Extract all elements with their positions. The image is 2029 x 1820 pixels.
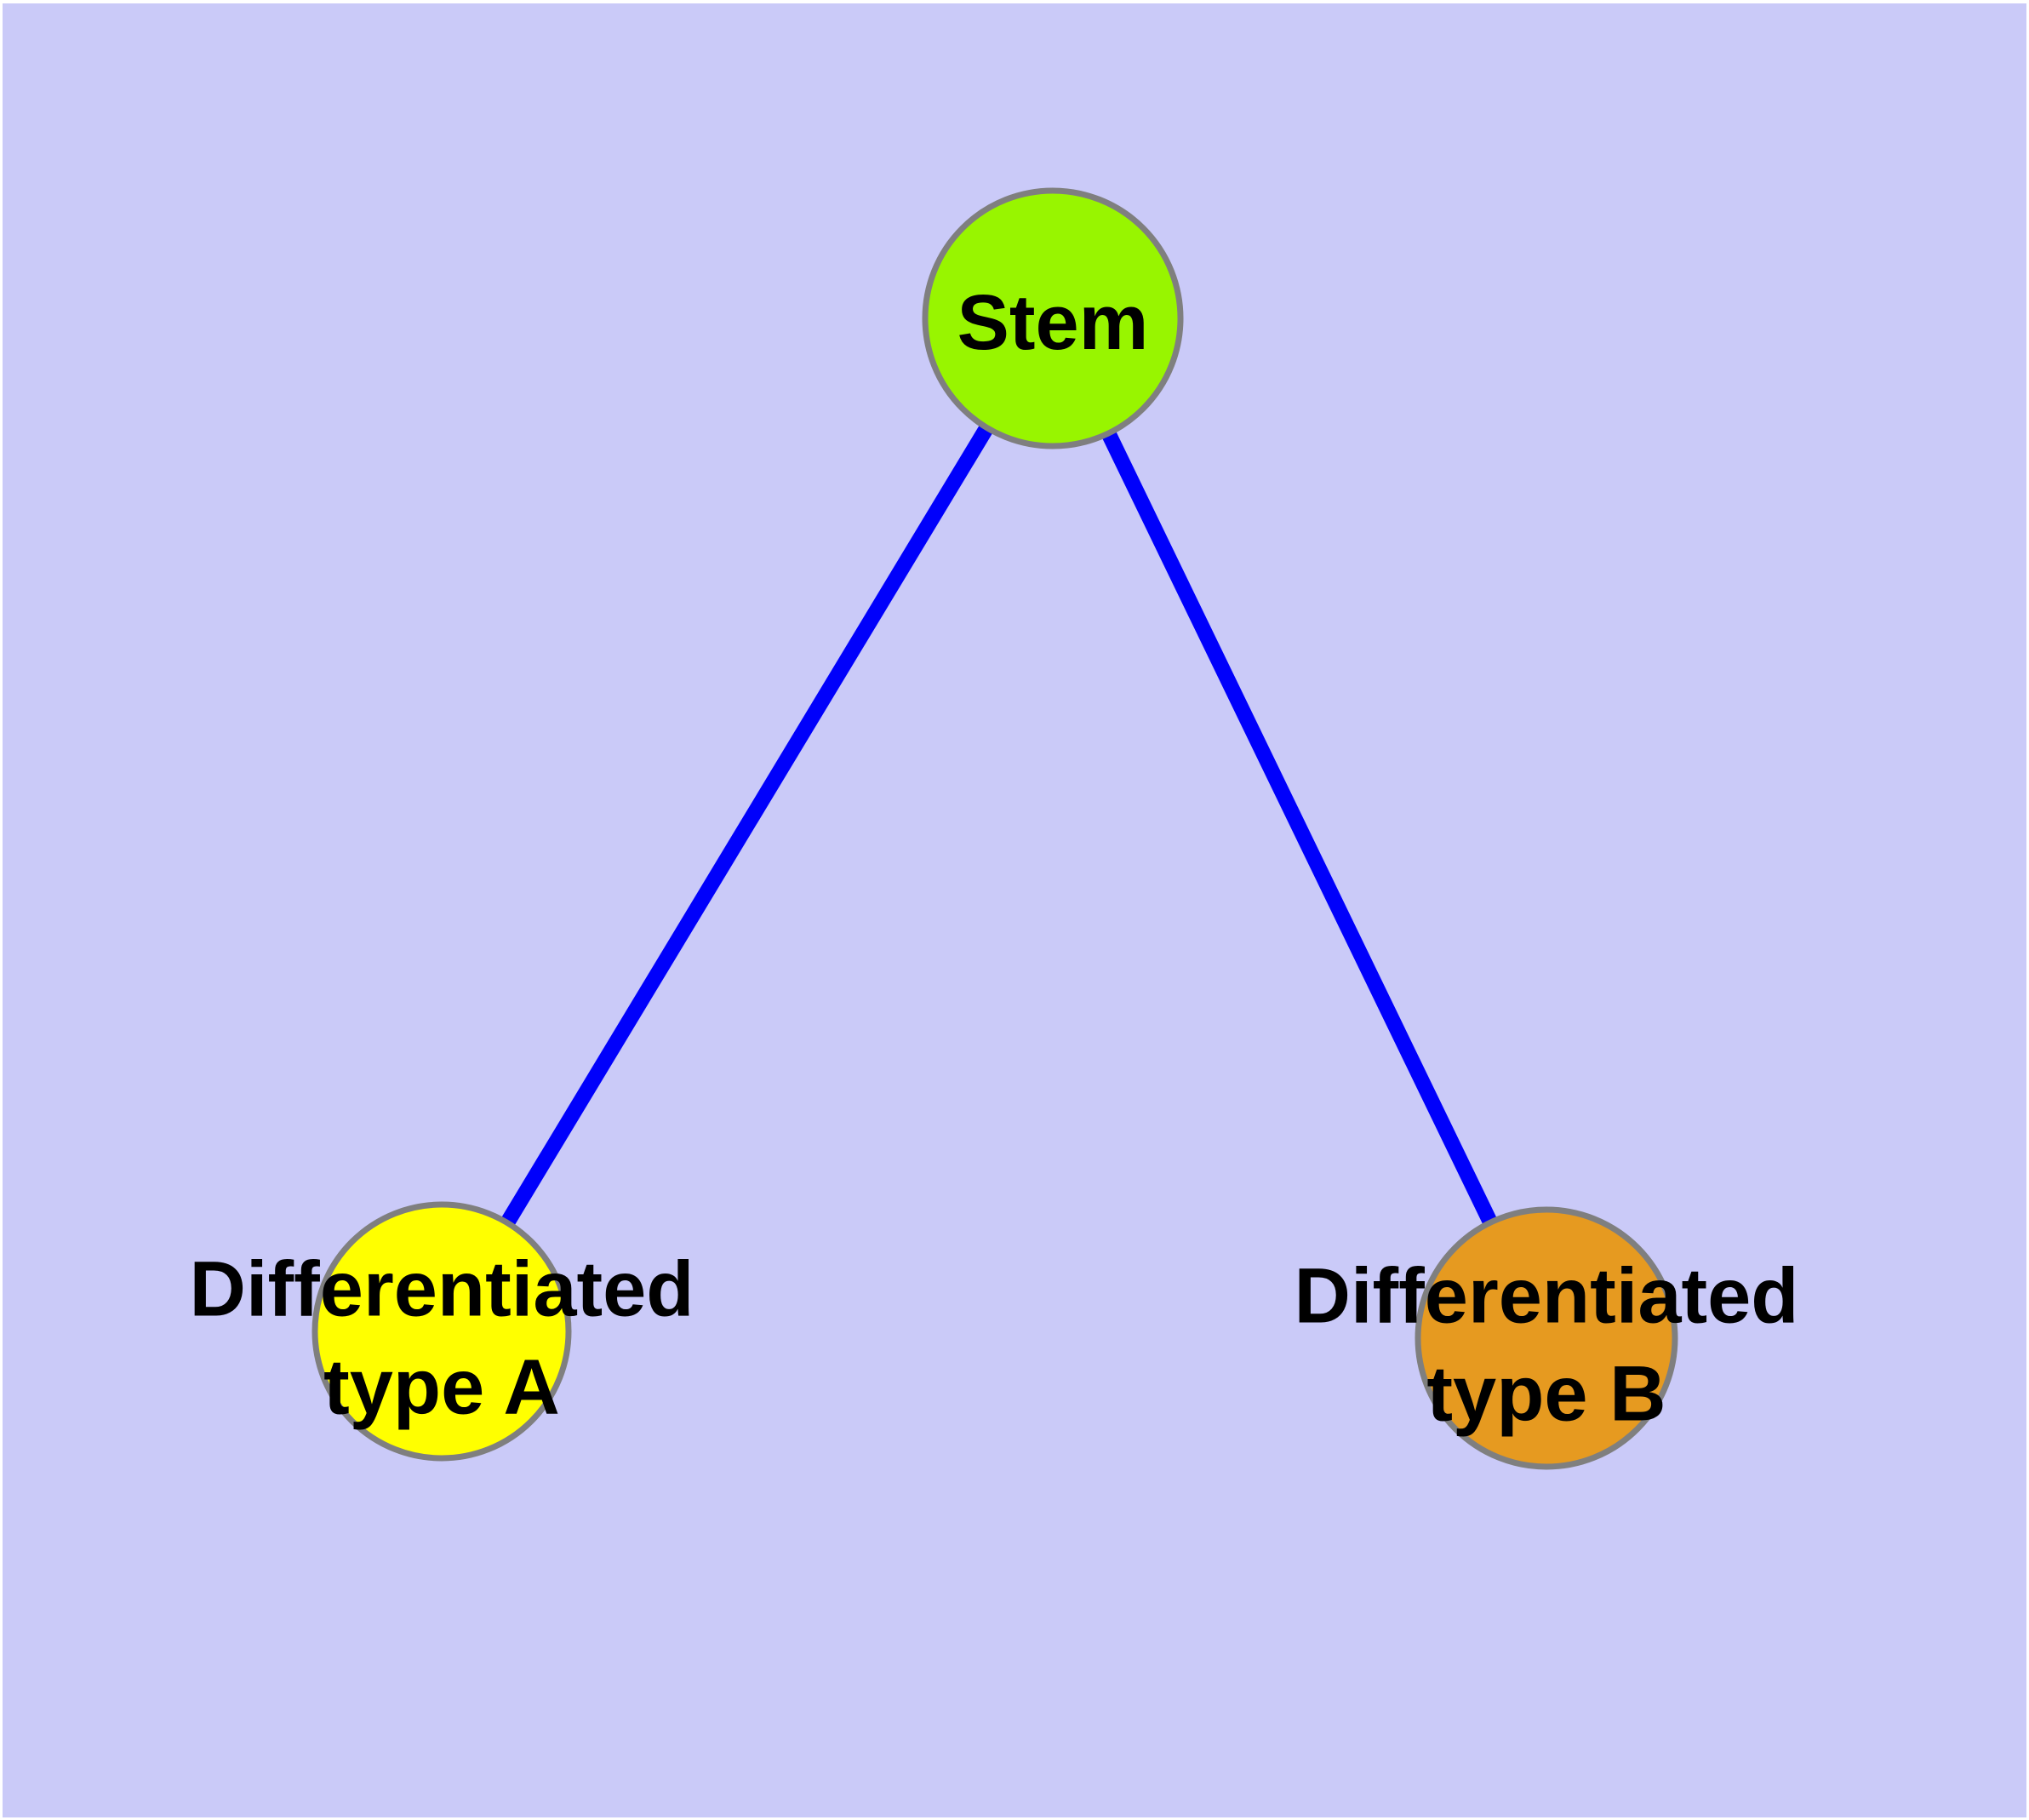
node-differentiated-type-a-circle	[311, 1201, 572, 1462]
edge-stem-to-differentiated-type-b	[1045, 315, 1554, 1342]
node-label-line: Differentiated	[1295, 1253, 1799, 1340]
node-label-line: type B	[1426, 1351, 1666, 1438]
node-label-line: type A	[323, 1344, 560, 1431]
node-differentiated-type-b-circle	[1415, 1206, 1678, 1470]
node-stem-circle	[922, 187, 1184, 449]
edge-stem-to-differentiated-type-a	[435, 314, 1060, 1336]
node-label-line: Stem	[957, 279, 1149, 366]
node-label-line: Differentiated	[190, 1246, 694, 1333]
edges-layer	[435, 314, 1554, 1342]
node-differentiated-type-a-label: Differentiated type A	[190, 1246, 694, 1431]
node-stem-label: Stem	[957, 279, 1149, 366]
node-differentiated-type-b-label: Differentiated type B	[1295, 1253, 1799, 1438]
